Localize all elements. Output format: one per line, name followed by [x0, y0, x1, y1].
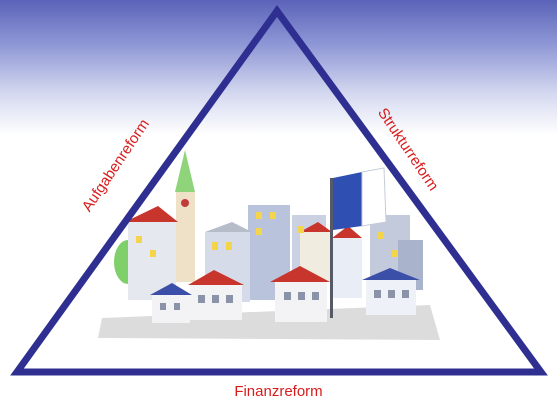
roof-mid-1 — [205, 222, 252, 232]
roof-mid-3 — [332, 226, 362, 238]
flagpole — [330, 178, 333, 318]
flag-white — [361, 167, 387, 227]
flag-blue — [333, 172, 362, 230]
roof-front-3 — [270, 266, 330, 282]
roof-left — [125, 206, 178, 222]
church-clock — [181, 199, 189, 207]
town-illustration — [98, 150, 440, 340]
label-finanzreform: Finanzreform — [234, 383, 323, 400]
church-spire — [175, 150, 195, 192]
roof-front-2 — [150, 283, 192, 295]
house-front-2 — [152, 295, 190, 323]
church-tower — [176, 192, 195, 282]
roof-front-4 — [362, 268, 420, 280]
windows — [136, 212, 398, 257]
ground — [98, 305, 440, 340]
roof-mid-2 — [300, 222, 332, 232]
reform-triangle — [10, 5, 548, 376]
house-front-3 — [275, 282, 327, 322]
roof-front-1 — [188, 270, 244, 285]
house-mid-3 — [332, 238, 362, 298]
window-frames — [160, 290, 409, 310]
